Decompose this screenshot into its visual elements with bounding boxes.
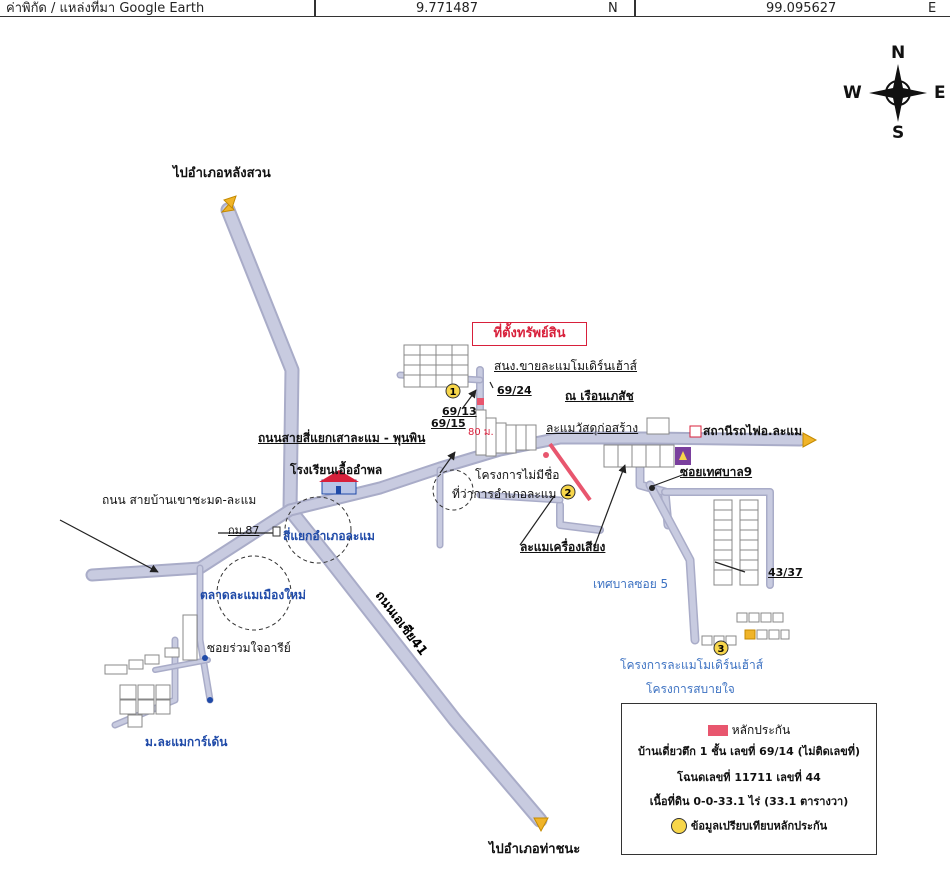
legend-comparison-row: ข้อมูลเปรียบเทียบหลักประกัน bbox=[622, 818, 876, 834]
lots-east bbox=[713, 499, 759, 586]
collateral-swatch bbox=[707, 725, 728, 736]
lots-market bbox=[603, 417, 675, 468]
coordinate-header: ค่าพิกัด / แหล่งที่มา Google Earth 9.771… bbox=[0, 0, 950, 23]
lots-station-road bbox=[475, 409, 537, 457]
label-project-modern-house: โครงการละแมโมเดิร์นเฮ้าส์ bbox=[620, 658, 764, 672]
label-lamae-garden: ม.ละแมการ์เด้น bbox=[145, 735, 228, 749]
label-to-lang-suan: ไปอำเภอหลังสวน bbox=[173, 166, 271, 181]
marker-3-label: 3 bbox=[718, 644, 725, 655]
compass-w: W bbox=[843, 83, 862, 103]
map-legend: หลักประกัน บ้านเดี่ยวตึก 1 ชั้น เลขที่ 6… bbox=[621, 703, 877, 855]
km-post-icon bbox=[272, 526, 281, 537]
circle-new-market bbox=[216, 555, 292, 631]
longitude-direction: E bbox=[928, 1, 937, 16]
legend-comparison: ข้อมูลเปรียบเทียบหลักประกัน bbox=[690, 819, 828, 833]
legend-line1: บ้านเดี่ยวตึก 1 ชั้น เลขที่ 69/14 (ไม่ติ… bbox=[637, 745, 861, 758]
compass-rose: N S W E bbox=[843, 44, 947, 142]
collateral-strip bbox=[548, 442, 592, 502]
latitude-direction: N bbox=[608, 1, 618, 16]
latitude-value: 9.771487 bbox=[416, 1, 479, 16]
compass-s: S bbox=[892, 123, 905, 143]
marker-2-label: 2 bbox=[565, 488, 572, 499]
label-lamae-audio: ละแมเครื่องเสียง bbox=[520, 540, 606, 554]
label-district-office: ที่ว่าการอำเภอละแม bbox=[452, 487, 557, 501]
label-69-24: 69/24 bbox=[497, 384, 532, 397]
arrow-to-station bbox=[802, 432, 818, 448]
collateral-plots bbox=[477, 398, 592, 502]
label-project-sabai-jai: โครงการสบายใจ bbox=[646, 682, 735, 696]
label-69-15: 69/15 bbox=[431, 417, 466, 430]
lots-north bbox=[403, 344, 469, 388]
lamae-garden-dot bbox=[207, 697, 213, 703]
legend-collateral-row: หลักประกัน bbox=[622, 723, 876, 738]
label-to-tha-chana: ไปอำเภอท่าชนะ bbox=[489, 842, 581, 857]
label-school: โรงเรียนเอื้ออำพล bbox=[290, 463, 383, 477]
map-symbols bbox=[202, 425, 702, 703]
label-km87: กม.87 bbox=[228, 524, 260, 537]
coord-label: ค่าพิกัด / แหล่งที่มา Google Earth bbox=[6, 1, 205, 16]
marker-3 bbox=[713, 640, 729, 656]
longitude-value: 99.095627 bbox=[766, 1, 837, 16]
property-location-box: ที่ตั้งทรัพย์สิน bbox=[472, 322, 587, 346]
compass-e: E bbox=[934, 83, 946, 103]
label-station-road: สถานีรถไฟอ.ละแม bbox=[703, 424, 802, 438]
latitude-cell: 9.771487 N bbox=[315, 0, 635, 17]
legend-line2: โฉนดเลขที่ 11711 เลขที่ 44 bbox=[677, 771, 821, 784]
label-road-four-way: ถนนสายสี่แยกเสาละแม - พุนพิน bbox=[258, 431, 426, 445]
label-69-13: 69/13 bbox=[442, 405, 477, 418]
label-lamae-construction: ละแมวัสดุก่อสร้าง bbox=[546, 421, 639, 435]
school-icon bbox=[319, 470, 359, 495]
marker-2 bbox=[560, 484, 576, 500]
lots-garden bbox=[104, 614, 198, 728]
pointer-lines bbox=[59, 381, 746, 573]
soi-ruam-jai-dot bbox=[202, 655, 208, 661]
building-lots bbox=[104, 344, 790, 728]
circle-district-office bbox=[432, 469, 474, 511]
shop-dot bbox=[543, 452, 549, 458]
legend-line3: เนื้อที่ดิน 0-0-33.1 ไร่ (33.1 ตารางวา) bbox=[649, 795, 849, 808]
coord-label-cell: ค่าพิกัด / แหล่งที่มา Google Earth bbox=[0, 0, 315, 17]
lots-modern-house bbox=[701, 612, 790, 646]
label-project-unnamed: โครงการไม่มีชื่อ bbox=[475, 468, 560, 482]
label-new-market: ตลาดละแมเมืองใหม่ bbox=[200, 588, 306, 602]
label-intersection: สี่แยกอำเภอละแม bbox=[283, 529, 375, 543]
label-distance: 80 ม. bbox=[468, 427, 494, 438]
label-soi-ruam-jai: ซอยร่วมใจอารีย์ bbox=[207, 641, 291, 655]
arrow-to-tha-chana bbox=[533, 817, 549, 833]
label-ruean-phesat: ณ เรือนเภสัช bbox=[565, 389, 634, 403]
end-arrows bbox=[220, 195, 818, 833]
compass-icon bbox=[869, 64, 927, 122]
label-thetsaban-soi5: เทศบาลซอย 5 bbox=[593, 577, 669, 591]
legend-collateral: หลักประกัน bbox=[731, 723, 791, 737]
label-branch: สนง.ขายละแมโมเดิร์นเฮ้าส์ bbox=[494, 359, 638, 373]
comparison-markers bbox=[445, 383, 729, 656]
property-location-label: ที่ตั้งทรัพย์สิน bbox=[493, 326, 566, 341]
label-43-37: 43/37 bbox=[768, 566, 803, 579]
dashed-circles bbox=[216, 469, 474, 631]
label-soi-thetsaban9: ซอยเทศบาล9 bbox=[680, 465, 753, 479]
soi-dot bbox=[649, 485, 655, 491]
longitude-cell: 99.095627 E bbox=[635, 0, 950, 17]
circle-intersection bbox=[284, 496, 352, 564]
compass-n: N bbox=[891, 43, 906, 63]
collateral-main bbox=[477, 398, 484, 405]
label-road-khao-chamot: ถนน สายบ้านเขาชะมด-ละแม bbox=[102, 493, 257, 507]
comparison-swatch bbox=[670, 818, 687, 834]
marker-1-label: 1 bbox=[450, 387, 457, 398]
marker-1 bbox=[445, 383, 461, 399]
seven-eleven-icon bbox=[689, 425, 702, 438]
